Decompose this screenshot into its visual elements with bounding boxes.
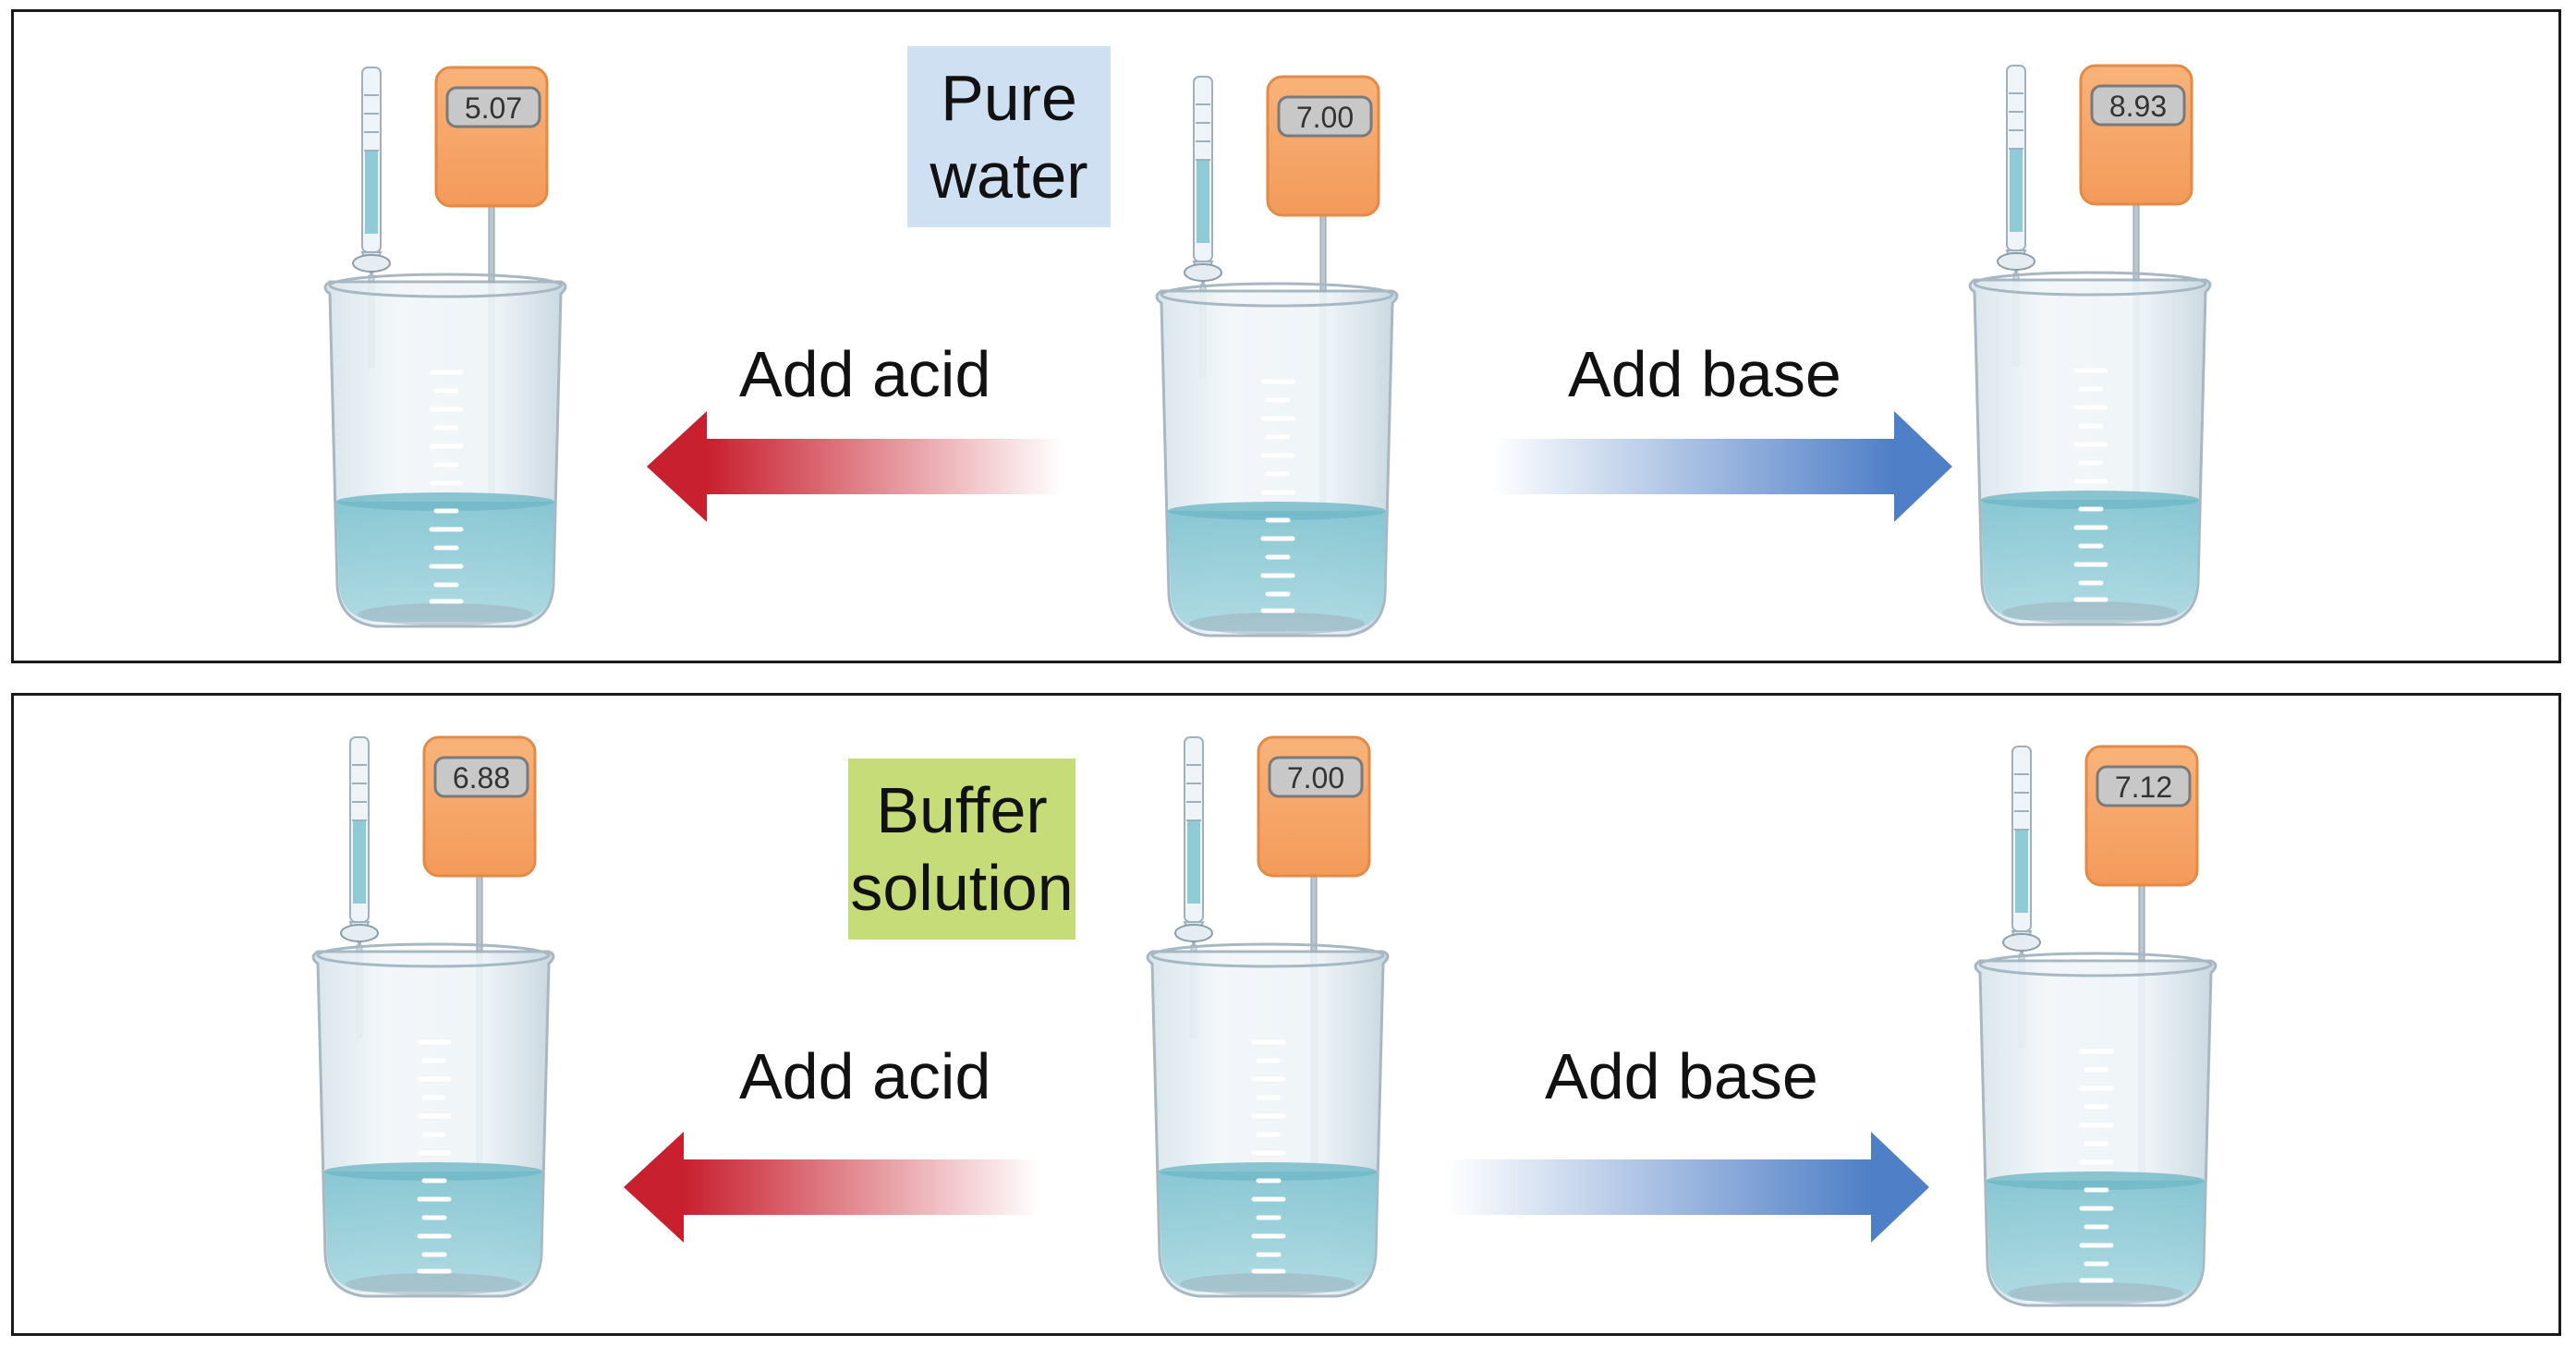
pure-water-label-line-2: water [930, 140, 1088, 212]
add-base-label: Add base [1545, 1040, 1818, 1112]
add-base-label: Add base [1568, 338, 1841, 410]
meter-reading-acid: 6.88 [452, 761, 511, 795]
add-acid-arrow [647, 411, 1063, 522]
beaker-acid [313, 737, 553, 1296]
add-base-arrow [1490, 411, 1952, 522]
meter-reading-base: 7.12 [2114, 771, 2173, 804]
meter-reading-acid: 5.07 [464, 91, 523, 125]
buffer-solution-label-line-1: Buffer [876, 774, 1048, 846]
buffer-solution-panel: 6.88 7.00 7.12 Buffer solution Add acid … [11, 693, 2561, 1336]
pure-water-illustration [14, 12, 2558, 661]
pure-water-label-line-1: Pure [941, 62, 1077, 134]
beaker-acid [325, 67, 565, 626]
add-acid-arrow [624, 1132, 1039, 1243]
pure-water-label: Pure water [907, 46, 1111, 227]
meter-reading-neutral: 7.00 [1286, 761, 1345, 795]
beaker-neutral [1148, 737, 1388, 1296]
add-base-arrow [1446, 1132, 1929, 1243]
beaker-neutral [1157, 77, 1397, 636]
meter-reading-neutral: 7.00 [1295, 101, 1355, 134]
beaker-base [1970, 66, 2210, 625]
buffer-solution-illustration [14, 696, 2558, 1333]
buffer-solution-label: Buffer solution [848, 758, 1075, 940]
beaker-base [1975, 746, 2216, 1305]
meter-reading-base: 8.93 [2108, 90, 2168, 123]
buffer-solution-label-line-2: solution [850, 852, 1074, 924]
add-acid-label: Add acid [739, 338, 991, 410]
add-acid-label: Add acid [739, 1040, 991, 1112]
pure-water-panel: 5.07 7.00 8.93 Pure water Add acid Add b… [11, 9, 2561, 663]
